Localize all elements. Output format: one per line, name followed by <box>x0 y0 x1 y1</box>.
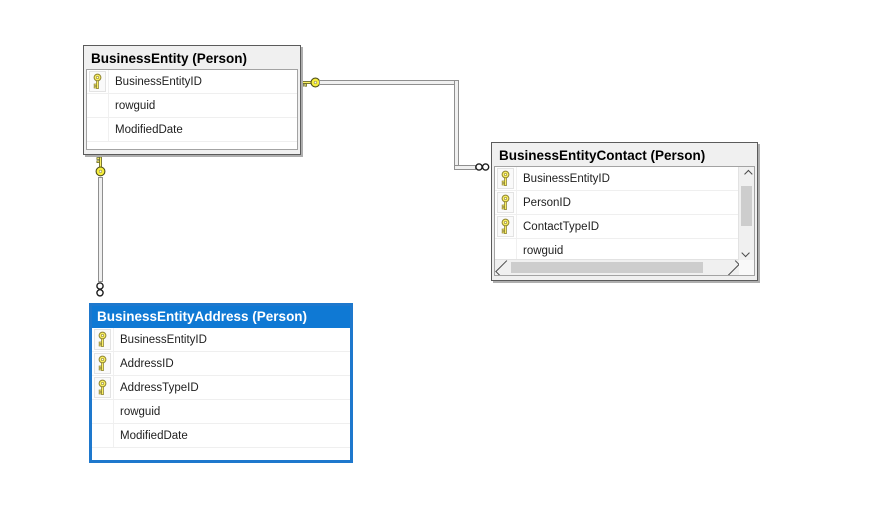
many-end-infinity-icon <box>474 161 491 173</box>
table-columns-area: BusinessEntityID AddressID AddressTypeID ro… <box>92 328 350 460</box>
one-end-key-icon <box>300 75 321 91</box>
one-end-key-icon <box>93 156 109 177</box>
chevron-right-icon[interactable] <box>723 259 740 275</box>
key-cell-empty <box>87 118 109 141</box>
connector-segment[interactable] <box>98 177 103 282</box>
column-name: AddressTypeID <box>120 381 199 394</box>
column-row[interactable]: rowguid <box>87 94 297 118</box>
column-row[interactable]: ContactTypeID <box>495 215 739 239</box>
column-row[interactable]: BusinessEntityID <box>87 70 297 94</box>
primary-key-icon <box>497 216 514 237</box>
column-row[interactable]: AddressTypeID <box>92 376 350 400</box>
primary-key-icon <box>94 353 111 374</box>
primary-key-icon <box>497 168 514 189</box>
column-name: ContactTypeID <box>523 220 600 233</box>
key-cell <box>495 167 517 190</box>
table-header[interactable]: BusinessEntityContact (Person) <box>499 148 706 163</box>
table-businessentityaddress[interactable]: BusinessEntityAddress (Person) BusinessE… <box>89 303 353 463</box>
key-cell <box>92 376 114 399</box>
table-businessentity[interactable]: BusinessEntity (Person) BusinessEntityID… <box>83 45 301 155</box>
table-header[interactable]: BusinessEntityAddress (Person) <box>92 306 350 328</box>
key-cell <box>92 352 114 375</box>
key-cell <box>495 215 517 238</box>
column-row[interactable]: PersonID <box>495 191 739 215</box>
chevron-up-icon[interactable] <box>739 167 754 181</box>
primary-key-icon <box>94 329 111 350</box>
column-name: ModifiedDate <box>115 123 183 136</box>
vertical-scrollbar[interactable] <box>738 167 754 260</box>
table-header[interactable]: BusinessEntity (Person) <box>91 51 248 66</box>
primary-key-icon <box>497 192 514 213</box>
primary-key-icon <box>89 71 106 92</box>
chevron-left-icon[interactable] <box>495 259 511 275</box>
column-name: rowguid <box>115 99 156 112</box>
connector-segment[interactable] <box>454 165 476 170</box>
column-row[interactable]: rowguid <box>92 400 350 424</box>
many-end-infinity-icon <box>94 281 106 299</box>
scrollbar-corner <box>739 260 754 275</box>
chevron-down-icon[interactable] <box>739 246 754 260</box>
key-cell <box>495 191 517 214</box>
key-cell-empty <box>92 400 114 423</box>
key-cell-empty <box>87 94 109 117</box>
connector-segment[interactable] <box>454 80 459 170</box>
column-name: rowguid <box>120 405 161 418</box>
key-cell <box>87 70 109 93</box>
vertical-scroll-thumb[interactable] <box>741 186 752 226</box>
table-businessentitycontact[interactable]: BusinessEntityContact (Person) BusinessE… <box>491 142 758 281</box>
column-name: ModifiedDate <box>120 429 188 442</box>
primary-key-icon <box>94 377 111 398</box>
horizontal-scroll-thumb[interactable] <box>511 262 703 273</box>
key-cell-empty <box>92 424 114 447</box>
column-name: BusinessEntityID <box>523 172 610 185</box>
column-name: PersonID <box>523 196 571 209</box>
column-name: BusinessEntityID <box>115 75 202 88</box>
column-name: AddressID <box>120 357 174 370</box>
column-name: BusinessEntityID <box>120 333 207 346</box>
horizontal-scrollbar[interactable] <box>495 259 740 275</box>
table-columns-area: BusinessEntityID PersonID ContactTypeID row… <box>494 166 755 276</box>
connector-segment[interactable] <box>319 80 459 85</box>
column-row[interactable]: BusinessEntityID <box>92 328 350 352</box>
column-row[interactable]: ModifiedDate <box>92 424 350 448</box>
column-row[interactable]: AddressID <box>92 352 350 376</box>
key-cell <box>92 328 114 351</box>
column-row[interactable]: BusinessEntityID <box>495 167 739 191</box>
column-name: rowguid <box>523 244 564 257</box>
key-cell-empty <box>495 239 517 262</box>
column-row[interactable]: ModifiedDate <box>87 118 297 142</box>
